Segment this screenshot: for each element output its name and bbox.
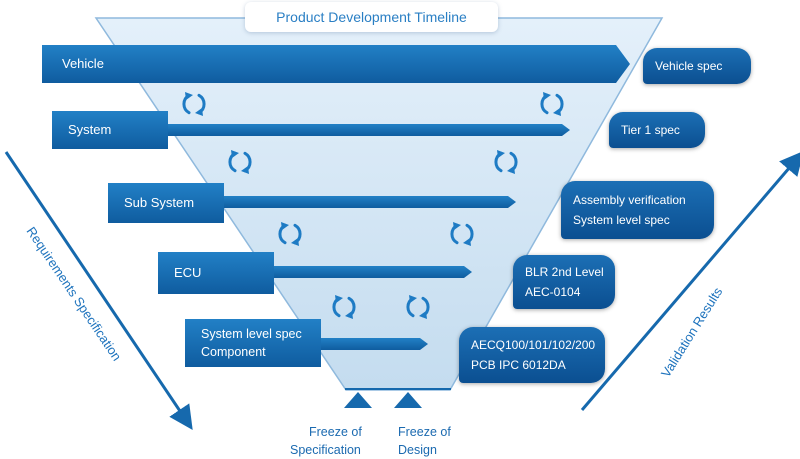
level-label-component-line2: Component bbox=[201, 345, 266, 359]
spec-blr-line1: BLR 2nd Level bbox=[525, 265, 604, 279]
cycle-icon bbox=[332, 295, 356, 319]
level-label-ecu: ECU bbox=[174, 265, 202, 280]
level-label-component-line1: System level spec bbox=[201, 327, 302, 341]
spec-bubble-blr: BLR 2nd Level AEC-0104 bbox=[513, 255, 615, 309]
cycle-icon bbox=[278, 222, 302, 246]
validation-arrow bbox=[580, 150, 800, 411]
freeze-design-line2: Design bbox=[398, 443, 437, 457]
spec-bubble-aecq: AECQ100/101/102/200 PCB IPC 6012DA bbox=[459, 327, 605, 383]
spec-assembly-line2: System level spec bbox=[573, 213, 670, 227]
level-bar-vehicle bbox=[42, 45, 630, 83]
level-label-subsystem: Sub System bbox=[124, 195, 195, 210]
spec-assembly-line1: Assembly verification bbox=[573, 193, 686, 207]
freeze-spec-triangle bbox=[344, 392, 372, 408]
cycle-icon bbox=[228, 150, 252, 174]
diagram-title: Product Development Timeline bbox=[245, 2, 498, 32]
level-box-system bbox=[52, 111, 168, 149]
freeze-design-line1: Freeze of bbox=[398, 425, 451, 439]
freeze-spec-label: Freeze of Specification bbox=[290, 423, 380, 459]
spec-vehicle-text: Vehicle spec bbox=[655, 59, 723, 73]
level-bar-ecu bbox=[274, 266, 472, 278]
spec-blr-line2: AEC-0104 bbox=[525, 285, 581, 299]
cycle-icon bbox=[182, 92, 206, 116]
requirements-arrow bbox=[4, 151, 193, 430]
level-box-component bbox=[185, 319, 321, 367]
spec-aecq-line1: AECQ100/101/102/200 bbox=[471, 338, 596, 352]
freeze-design-triangle bbox=[394, 392, 422, 408]
cycle-icons bbox=[182, 92, 564, 319]
level-bar-system bbox=[168, 124, 570, 136]
spec-aecq-line2: PCB IPC 6012DA bbox=[471, 358, 566, 372]
level-bar-subsystem bbox=[224, 196, 516, 208]
spec-tier1-text: Tier 1 spec bbox=[621, 123, 680, 137]
spec-bubble-vehicle: Vehicle spec bbox=[643, 48, 751, 84]
cycle-icon bbox=[406, 295, 430, 319]
cycle-icon bbox=[494, 150, 518, 174]
level-box-subsystem bbox=[108, 183, 224, 223]
cycle-icon bbox=[450, 222, 474, 246]
level-bar-component bbox=[321, 338, 428, 350]
freeze-design-label: Freeze of Design bbox=[398, 423, 468, 459]
freeze-spec-line1: Freeze of bbox=[309, 425, 362, 439]
level-label-component: System level spec Component bbox=[187, 321, 321, 365]
spec-bubble-assembly: Assembly verification System level spec bbox=[561, 181, 714, 239]
spec-bubble-tier1: Tier 1 spec bbox=[609, 112, 705, 148]
freeze-spec-line2: Specification bbox=[290, 443, 361, 457]
level-box-ecu bbox=[158, 252, 274, 294]
level-label-vehicle: Vehicle bbox=[62, 56, 104, 71]
cycle-icon bbox=[540, 92, 564, 116]
level-label-system: System bbox=[68, 122, 112, 137]
